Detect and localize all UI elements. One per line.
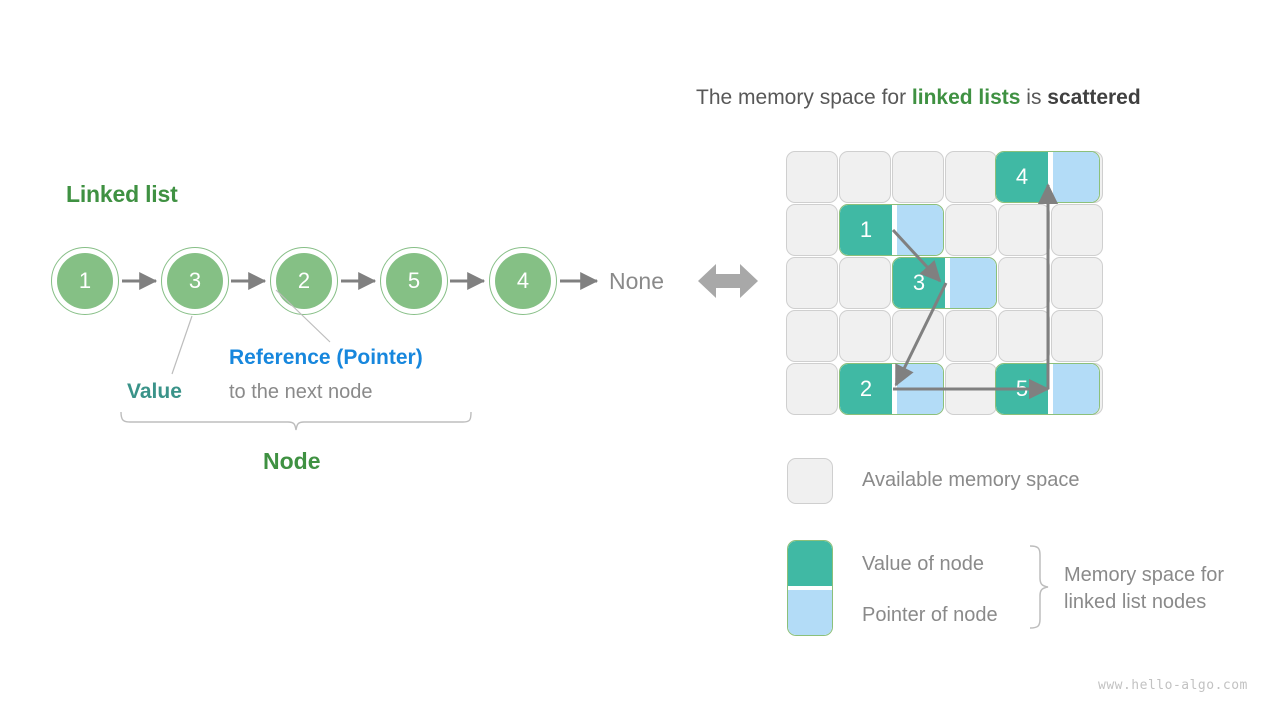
heading-part1: The memory space for: [696, 86, 912, 109]
legend-brace-text: Memory space for linked list nodes: [1064, 562, 1224, 616]
linked-list-node: 5: [380, 247, 448, 315]
memory-node-block: 5: [995, 363, 1100, 415]
memory-node-block: 2: [839, 363, 944, 415]
memory-cell: [786, 151, 838, 203]
memory-cell: [892, 151, 944, 203]
memory-node-value: 4: [996, 152, 1048, 202]
memory-cell: [998, 310, 1050, 362]
memory-cell: [1051, 204, 1103, 256]
reference-annotation-label: Reference (Pointer): [229, 346, 423, 369]
memory-heading: The memory space for linked lists is sca…: [696, 86, 1141, 110]
node-annotation-label: Node: [263, 448, 321, 474]
legend-swatch-node: [787, 540, 833, 636]
none-terminator-label: None: [609, 268, 664, 294]
memory-node-block: 3: [892, 257, 997, 309]
heading-part2: is: [1020, 86, 1048, 109]
value-annotation-label: Value: [127, 380, 182, 403]
legend-swatch-gap: [788, 586, 832, 590]
legend-curly-brace: [1029, 545, 1049, 629]
heading-highlight-scattered: scattered: [1047, 86, 1141, 109]
legend-label-available: Available memory space: [862, 469, 1080, 491]
linked-list-node: 3: [161, 247, 229, 315]
memory-node-pointer: [1053, 152, 1099, 202]
linked-list-node: 2: [270, 247, 338, 315]
memory-node-value: 1: [840, 205, 892, 255]
memory-cell: [945, 310, 997, 362]
node-value: 1: [57, 253, 113, 309]
memory-cell: [998, 204, 1050, 256]
node-value: 2: [276, 253, 332, 309]
node-value: 5: [386, 253, 442, 309]
memory-cell: [839, 151, 891, 203]
memory-node-pointer: [897, 205, 943, 255]
legend-label-value-of-node: Value of node: [862, 553, 984, 575]
memory-node-pointer: [897, 364, 943, 414]
brace-line-2: linked list nodes: [1064, 591, 1207, 613]
legend-label-pointer-of-node: Pointer of node: [862, 604, 998, 626]
memory-cell: [945, 363, 997, 415]
legend-swatch-pointer: [788, 590, 832, 635]
reference-annotation-sublabel: to the next node: [229, 381, 373, 403]
memory-cell: [892, 310, 944, 362]
memory-cell: [1051, 310, 1103, 362]
memory-node-pointer: [950, 258, 996, 308]
memory-node-gap: [1048, 364, 1053, 414]
bidirectional-arrow-icon: [698, 264, 758, 298]
memory-cell: [786, 204, 838, 256]
watermark: www.hello-algo.com: [1098, 678, 1248, 693]
memory-node-value: 5: [996, 364, 1048, 414]
linked-list-node: 4: [489, 247, 557, 315]
legend-swatch-value: [788, 541, 832, 586]
memory-cell: [1051, 257, 1103, 309]
node-value: 3: [167, 253, 223, 309]
memory-node-value: 3: [893, 258, 945, 308]
memory-cell: [786, 310, 838, 362]
linked-list-node: 1: [51, 247, 119, 315]
node-group-brace: [120, 411, 472, 431]
memory-node-gap: [1048, 152, 1053, 202]
brace-line-1: Memory space for: [1064, 564, 1225, 586]
memory-cell: [786, 257, 838, 309]
memory-cell: [945, 151, 997, 203]
memory-node-pointer: [1053, 364, 1099, 414]
memory-cell: [839, 310, 891, 362]
memory-node-gap: [945, 258, 950, 308]
memory-node-block: 4: [995, 151, 1100, 203]
memory-cell: [839, 257, 891, 309]
linked-list-title: Linked list: [66, 181, 178, 207]
heading-highlight-linked-lists: linked lists: [911, 86, 1021, 109]
memory-node-block: 1: [839, 204, 944, 256]
memory-cell: [945, 204, 997, 256]
memory-node-value: 2: [840, 364, 892, 414]
node-value: 4: [495, 253, 551, 309]
legend-swatch-available: [787, 458, 833, 504]
memory-cell: [786, 363, 838, 415]
memory-cell: [998, 257, 1050, 309]
